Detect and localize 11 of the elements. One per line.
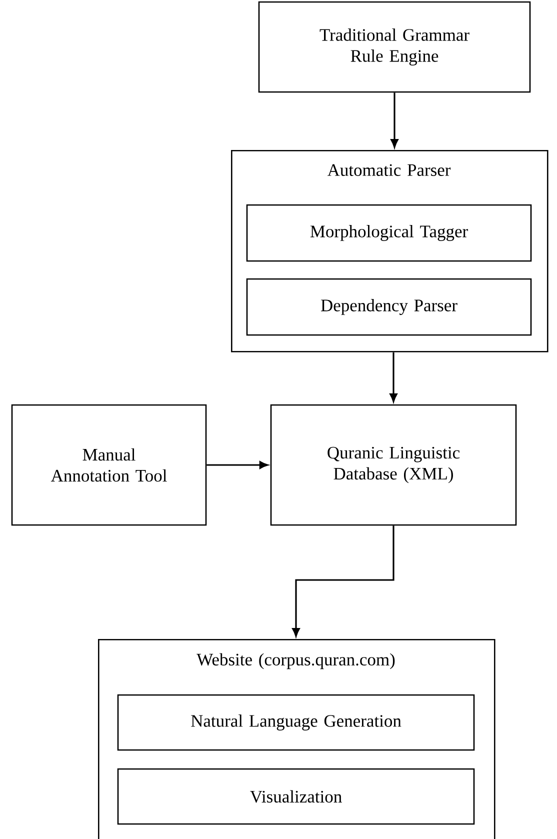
arrow (206, 461, 268, 469)
process-box: Quranic Linguistic Database (XML) (270, 404, 517, 526)
process-box: Manual Annotation Tool (11, 404, 207, 526)
arrow (390, 352, 398, 402)
process-box: Dependency Parser (246, 278, 532, 336)
arrow (390, 92, 398, 148)
arrow (292, 526, 394, 637)
process-box: Traditional Grammar Rule Engine (258, 1, 531, 93)
process-box: Visualization (117, 768, 475, 825)
process-box: Natural Language Generation (117, 694, 475, 751)
process-box: Morphological Tagger (246, 204, 532, 262)
